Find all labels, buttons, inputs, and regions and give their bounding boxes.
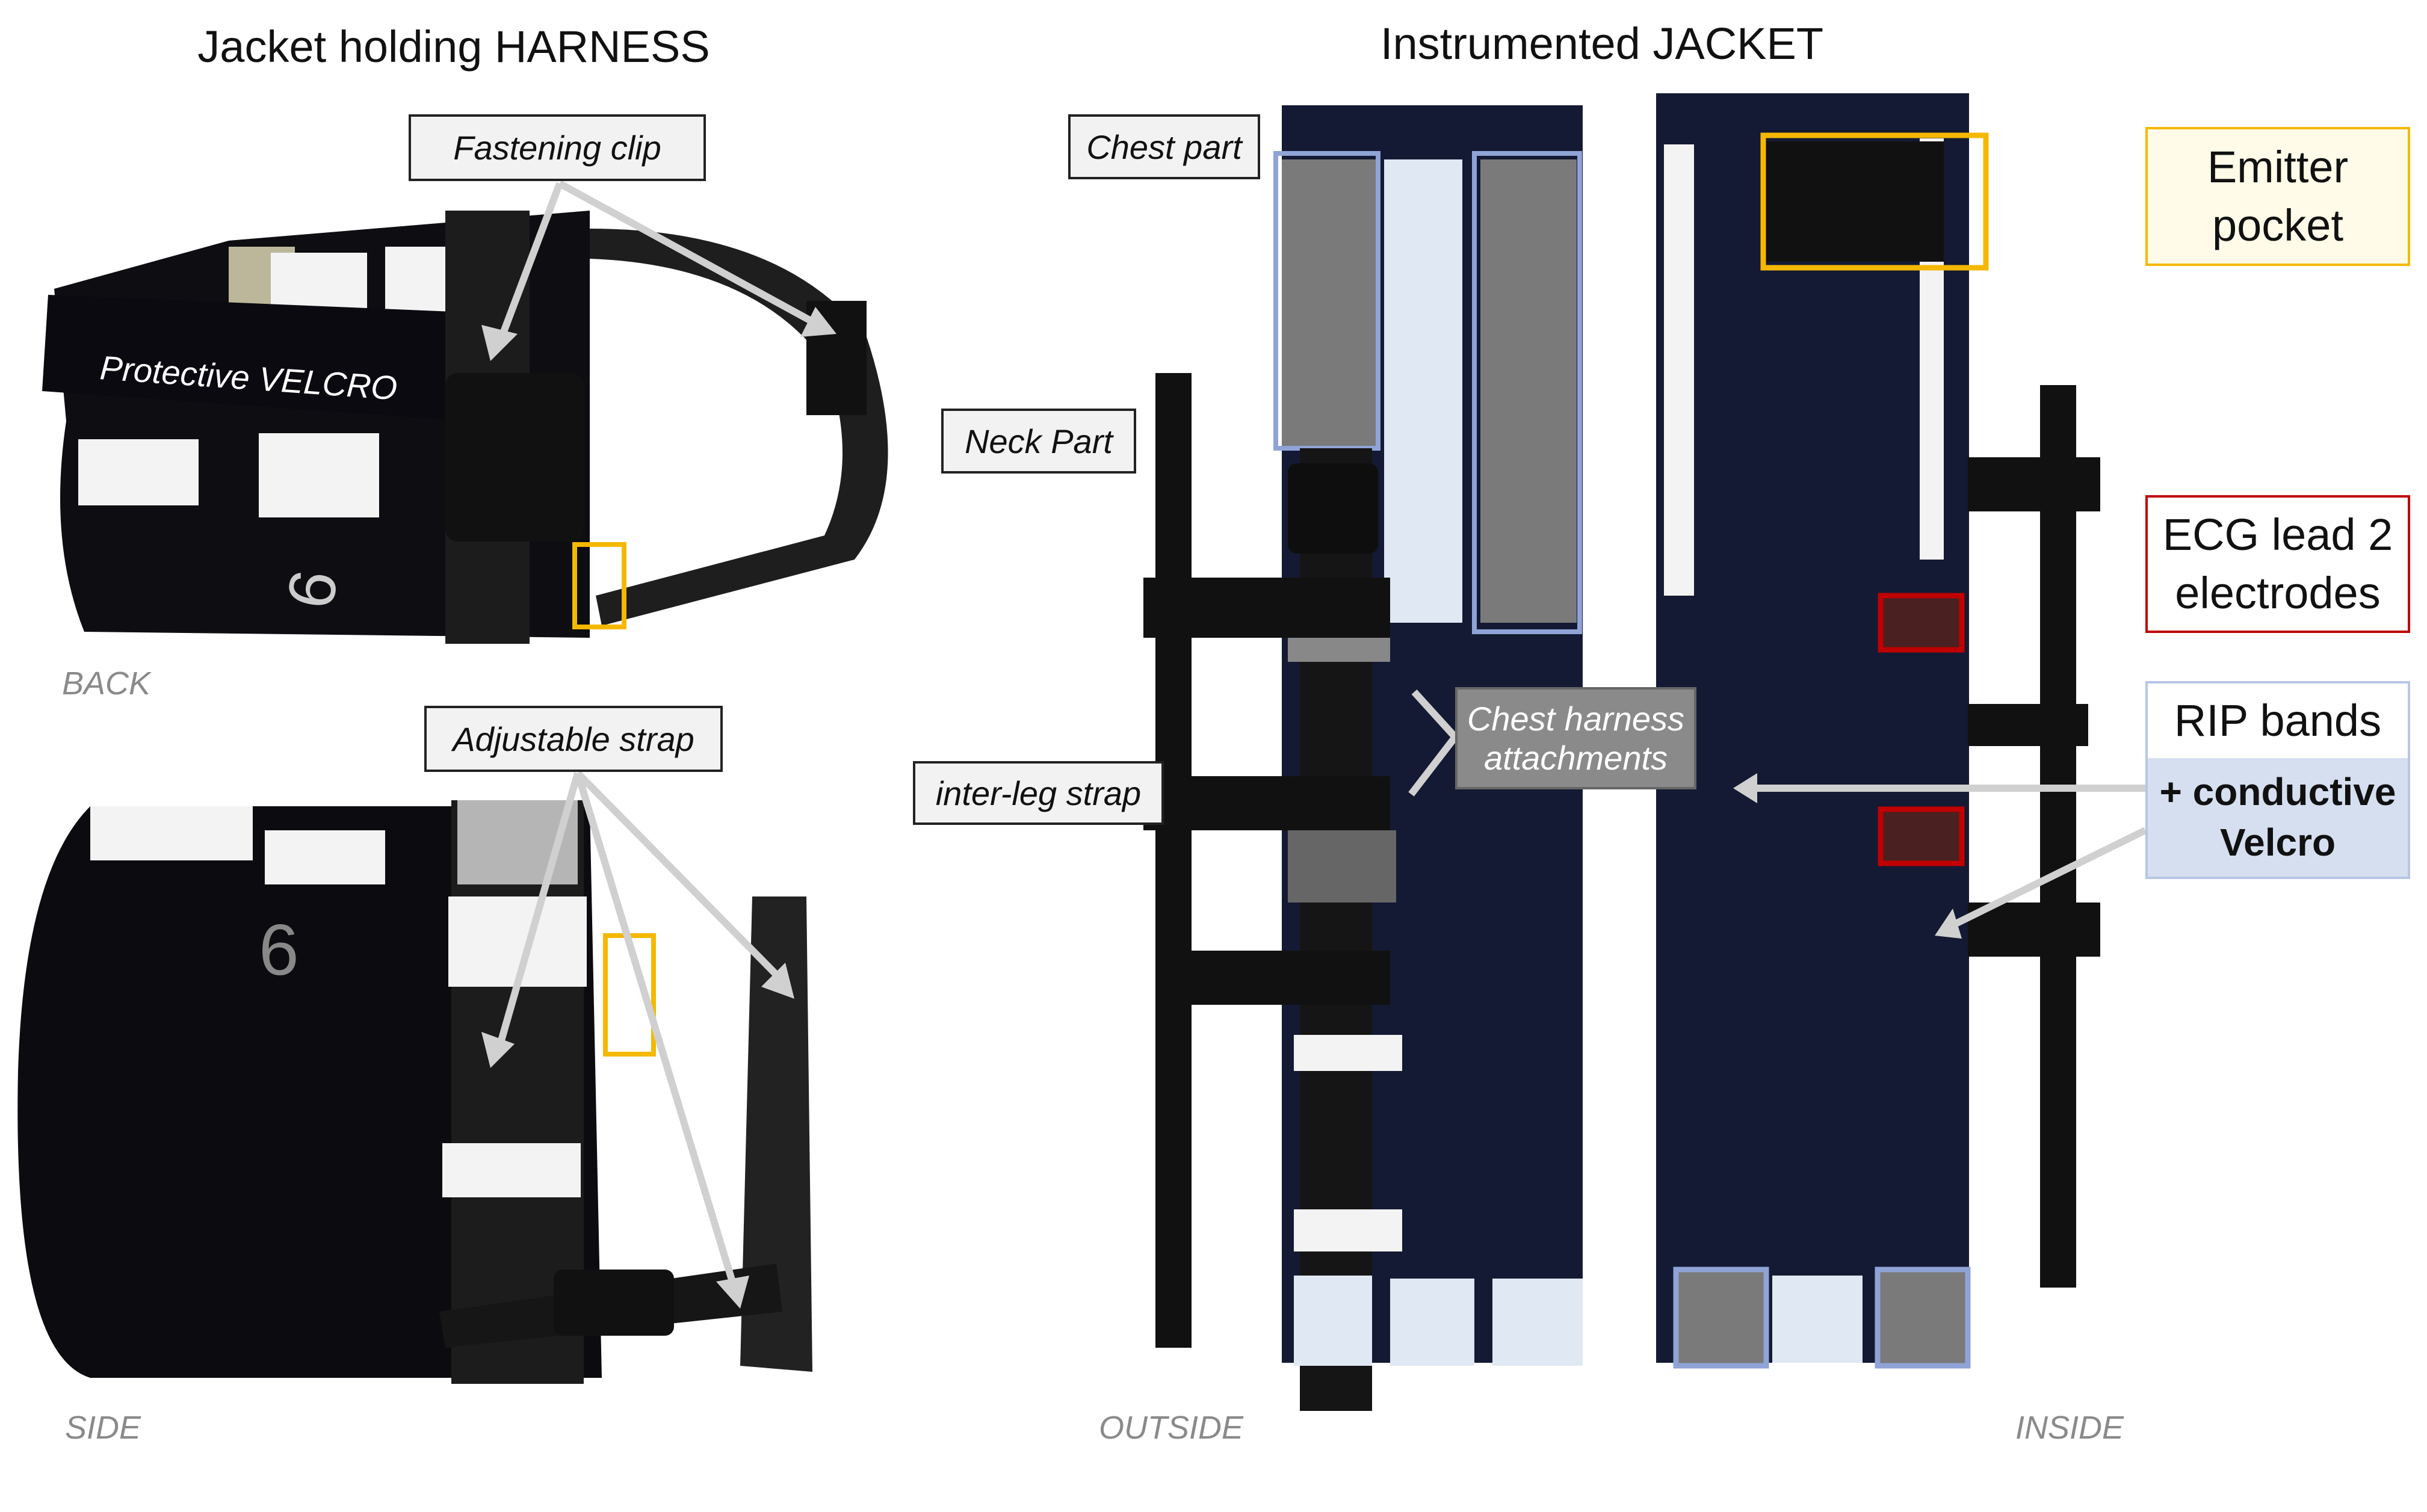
label-neck-part: Neck Part <box>941 409 1136 474</box>
chest-harness-line1: Chest harness <box>1467 700 1685 738</box>
legend-emitter-line2: pocket <box>2212 200 2344 250</box>
label-fastening-clip: Fastening clip <box>409 114 706 181</box>
caption-inside: INSIDE <box>2015 1410 2124 1446</box>
dog-number-side: 6 <box>259 910 299 990</box>
label-chest-harness-attachments: Chest harness attachments <box>1455 687 1696 789</box>
title-harness: Jacket holding HARNESS <box>197 22 710 72</box>
legend-ecg-electrodes: ECG lead 2 electrodes <box>2145 495 2410 633</box>
emitter-pocket-highlight <box>1760 132 1989 271</box>
harness-side-photo: 6 <box>17 800 812 1384</box>
legend-velcro-line2: Velcro <box>2219 820 2336 864</box>
legend-ecg-line2: electrodes <box>2175 567 2381 618</box>
legend-velcro-line1: + conductive <box>2159 770 2396 814</box>
annotation-arrows <box>496 180 2147 1289</box>
legend-emitter-pocket: Emitter pocket <box>2145 127 2410 266</box>
legend-ecg-line1: ECG lead 2 <box>2162 510 2393 560</box>
ecg-electrode-1 <box>1878 593 1965 653</box>
label-inter-leg-strap: inter-leg strap <box>913 761 1164 825</box>
jacket-inside-photo <box>1656 93 2100 1369</box>
chest-harness-line2: attachments <box>1483 739 1668 777</box>
title-instrumented-jacket: Instrumented JACKET <box>1380 19 1824 69</box>
harness-back-photo: Protective VELCRO 6 <box>42 211 888 644</box>
ecg-electrode-2 <box>1878 806 1965 866</box>
legend-conductive-velcro: + conductive Velcro <box>2145 758 2410 879</box>
legend-rip-bands: RIP bands <box>2145 681 2410 758</box>
label-chest-part: Chest part <box>1068 114 1260 179</box>
caption-outside: OUTSIDE <box>1099 1410 1244 1446</box>
label-adjustable-strap: Adjustable strap <box>424 706 723 772</box>
emitter-highlight-back <box>572 542 626 629</box>
caption-back: BACK <box>62 665 151 702</box>
arrow-heads <box>481 307 1962 1309</box>
caption-side: SIDE <box>65 1410 141 1446</box>
legend-emitter-line1: Emitter <box>2207 142 2349 193</box>
